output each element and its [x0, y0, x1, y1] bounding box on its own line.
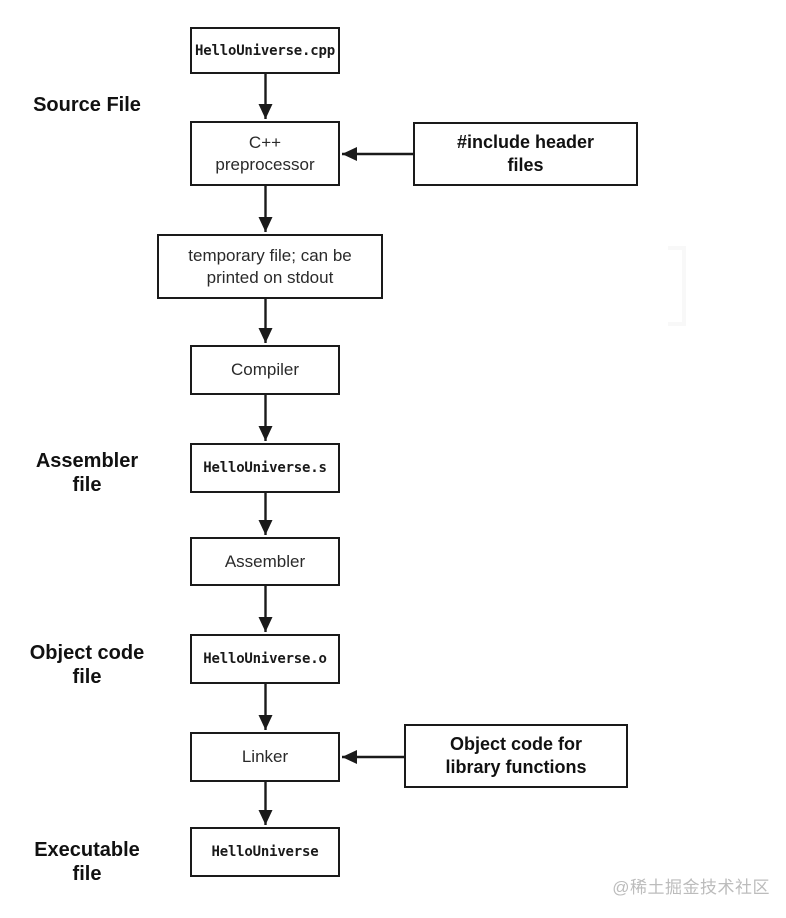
annotation-library-object-code: Object code for library functions [404, 724, 628, 788]
node-temporary-file: temporary file; can be printed on stdout [157, 234, 383, 299]
node-source-file-box: HelloUniverse.cpp [190, 27, 340, 74]
stage-label-object-code-file: Object code file [29, 642, 145, 688]
stage-label-assembler-file: Assembler file [35, 450, 139, 496]
node-compiler: Compiler [190, 345, 340, 395]
faint-watermark-bracket [668, 246, 686, 326]
stage-label-source-file: Source File [33, 94, 141, 116]
node-assembler: Assembler [190, 537, 340, 586]
stage-label-executable-file: Executable file [34, 839, 140, 885]
node-linker: Linker [190, 732, 340, 782]
node-executable-file-box: HelloUniverse [190, 827, 340, 877]
watermark: @稀土掘金技术社区 [612, 878, 770, 897]
node-assembly-file-box: HelloUniverse.s [190, 443, 340, 493]
node-cpp-preprocessor: C++ preprocessor [190, 121, 340, 186]
annotation-include-headers: #include header files [413, 122, 638, 186]
node-object-file-box: HelloUniverse.o [190, 634, 340, 684]
